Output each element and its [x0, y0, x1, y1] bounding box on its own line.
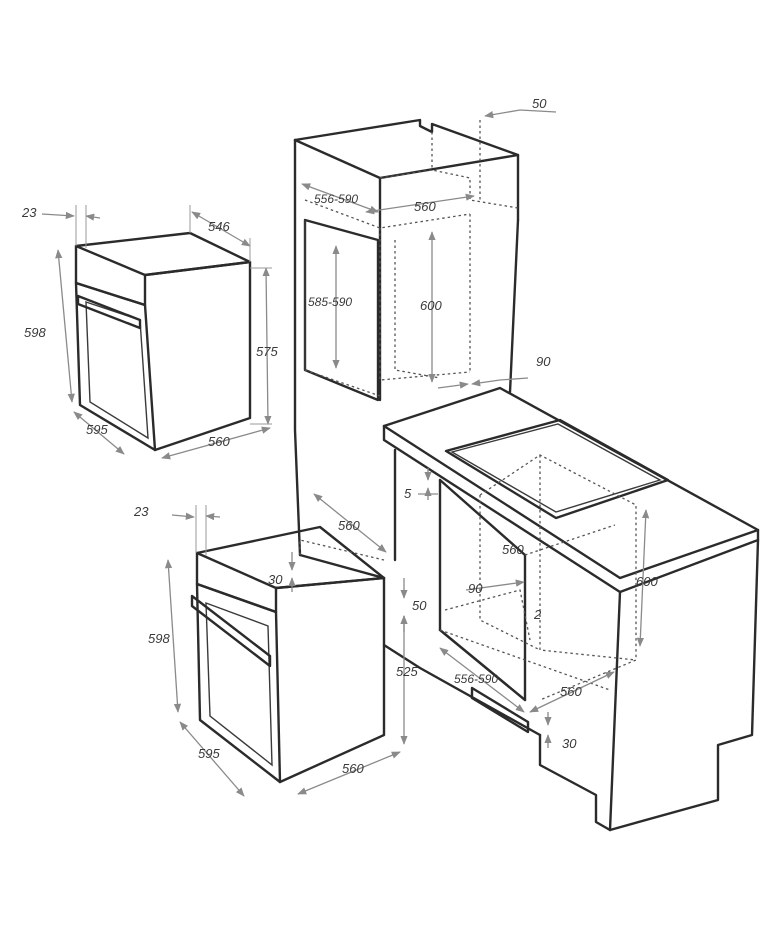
label-tall-niche-height-front: 585-590 [308, 295, 352, 309]
label-base-niche-width: 560 [560, 684, 582, 699]
label-base-top-gap: 5 [404, 486, 412, 501]
label-bottom-depth-front: 23 [133, 504, 149, 519]
label-base-niche-depth: 556-590 [454, 672, 498, 686]
label-tall-niche-height: 600 [420, 298, 442, 313]
label-tall-bottom-gap: 90 [536, 354, 551, 369]
label-top-height-body: 575 [256, 344, 278, 359]
label-top-depth-front: 23 [21, 205, 37, 220]
label-top-width-front: 595 [86, 422, 108, 437]
label-tall-niche-width: 560 [414, 199, 436, 214]
label-bottom-height-front: 598 [148, 631, 170, 646]
label-tall-rear-gap: 50 [532, 96, 547, 111]
dimension-labels: 23 546 598 575 595 560 23 598 595 560 50… [21, 96, 658, 776]
label-base-top-depth: 560 [338, 518, 360, 533]
dimension-lines [41, 109, 650, 797]
label-top-depth-body: 546 [208, 219, 230, 234]
label-base-plinth-gap: 30 [562, 736, 577, 751]
label-base-niche-depth-top: 560 [502, 542, 524, 557]
label-top-width-body: 560 [208, 434, 230, 449]
label-base-inner-gap: 90 [468, 581, 483, 596]
label-bottom-width-front: 595 [198, 746, 220, 761]
label-base-small-gap: 2 [533, 607, 542, 622]
label-base-niche-height-right: 600 [636, 574, 658, 589]
tall-cabinet [293, 118, 520, 557]
oven-top [74, 231, 252, 452]
label-base-front-gap: 30 [268, 572, 283, 587]
label-bottom-width-body: 560 [342, 761, 364, 776]
base-cabinet [298, 386, 760, 832]
label-base-side-gap: 50 [412, 598, 427, 613]
label-top-height-front: 598 [24, 325, 46, 340]
label-tall-niche-depth: 556-590 [314, 192, 358, 206]
oven-bottom [190, 525, 386, 784]
label-base-niche-height: 525 [396, 664, 418, 679]
